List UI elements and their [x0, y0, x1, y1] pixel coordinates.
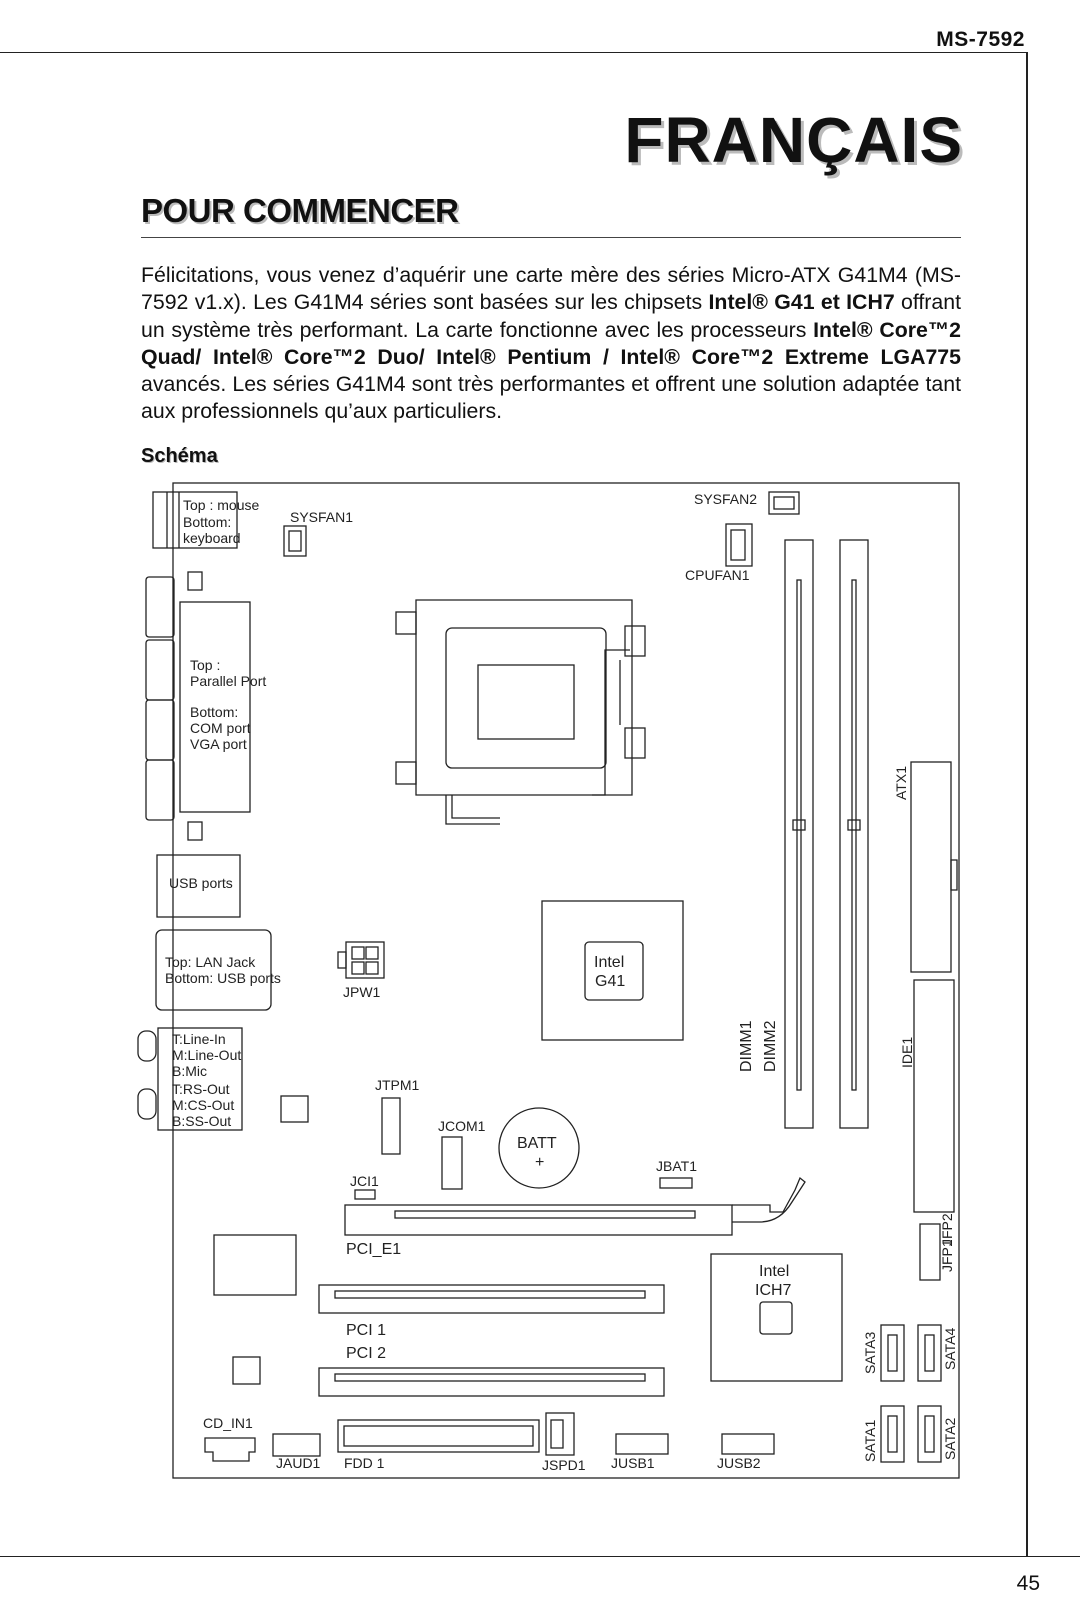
- board-outline: [172, 482, 960, 1479]
- jusb2-header: [721, 1433, 775, 1455]
- jbat1-label: JBAT1: [656, 1158, 697, 1174]
- jspd1-header: [545, 1412, 575, 1456]
- jspd1-label: JSPD1: [542, 1457, 586, 1473]
- ide-connector: [913, 979, 955, 1213]
- sata2-label: SATA2: [942, 1418, 958, 1460]
- jaud1-label: JAUD1: [276, 1455, 321, 1471]
- jtpm1-header: [381, 1097, 401, 1155]
- fdd-connector: [337, 1419, 540, 1453]
- ps2-label-1: Top : mouse: [183, 497, 259, 513]
- jfp-headers: [919, 1223, 941, 1281]
- margin-rule: [1026, 52, 1028, 1557]
- intro-text-3: avancés. Les séries G41M4 sont très perf…: [141, 372, 961, 424]
- parallel-label-3: Bottom:: [190, 704, 238, 720]
- battery: [498, 1107, 580, 1189]
- southbridge-chip: [710, 1253, 843, 1382]
- jcom1-header: [441, 1136, 463, 1190]
- dimm1-label: DIMM1: [738, 1020, 755, 1072]
- batt-label: BATT: [517, 1135, 557, 1152]
- pci1-label: PCI 1: [346, 1322, 386, 1339]
- ps2-label-3: keyboard: [183, 530, 241, 546]
- jtpm1-label: JTPM1: [375, 1077, 420, 1093]
- parallel-label-1: Top :: [190, 657, 220, 673]
- page-number: 45: [1016, 1572, 1040, 1595]
- section-rule: [141, 237, 961, 238]
- cpufan1-label: CPUFAN1: [685, 567, 750, 583]
- northbridge-label-1: Intel: [594, 954, 624, 971]
- jbat1-jumper: [659, 1177, 693, 1189]
- sata4-label: SATA4: [942, 1328, 958, 1370]
- cd-in-header: [204, 1437, 256, 1462]
- sysfan2-header: [768, 491, 800, 515]
- jpw1-label: JPW1: [343, 984, 381, 1000]
- sysfan2-label: SYSFAN2: [694, 491, 757, 507]
- dimm2-label: DIMM2: [762, 1020, 779, 1072]
- model-number: MS-7592: [936, 28, 1025, 51]
- usb-ports: [156, 854, 241, 918]
- jfp2-label: JFP2: [939, 1213, 955, 1246]
- pci2-slot: [318, 1367, 665, 1397]
- parallel-label-4: COM port: [190, 720, 251, 736]
- intro-text-2: offrant un système très performant. La c…: [141, 290, 961, 342]
- footer-rule: [0, 1556, 1080, 1557]
- fdd1-label: FDD 1: [344, 1455, 385, 1471]
- jusb1-label: JUSB1: [611, 1455, 655, 1471]
- parallel-label-5: VGA port: [190, 736, 247, 752]
- pci1-slot: [318, 1284, 665, 1314]
- audio-label-5: M:CS-Out: [172, 1097, 234, 1113]
- sysfan1-label: SYSFAN1: [290, 509, 353, 525]
- jcom1-label: JCOM1: [438, 1118, 486, 1134]
- cpu-socket: [395, 599, 646, 825]
- pcie-x16-slot: [344, 1176, 806, 1236]
- audio-label-1: T:Line-In: [172, 1031, 226, 1047]
- audio-label-4: T:RS-Out: [172, 1081, 230, 1097]
- atx-power-connector: [910, 761, 958, 973]
- atx1-label: ATX1: [893, 766, 909, 800]
- ps2-label-2: Bottom:: [183, 514, 231, 530]
- schema-heading: Schéma: [141, 445, 218, 467]
- northbridge-chip: [541, 900, 684, 1041]
- jusb2-label: JUSB2: [717, 1455, 761, 1471]
- sata1-label: SATA1: [862, 1420, 878, 1462]
- audio-label-3: B:Mic: [172, 1063, 207, 1079]
- audio-label-2: M:Line-Out: [172, 1047, 241, 1063]
- audio-codec-chip: [213, 1234, 297, 1296]
- parallel-com-vga-ports: [145, 571, 251, 841]
- pci2-label: PCI 2: [346, 1345, 386, 1362]
- lan-label-1: Top: LAN Jack: [165, 954, 256, 970]
- intro-bold-processors: Intel® Core™2 Quad/ Intel® Core™2 Duo/ I…: [141, 317, 961, 369]
- northbridge-label-2: G41: [595, 973, 625, 990]
- pcie1-label: PCI_E1: [346, 1241, 401, 1258]
- sysfan1-header: [283, 525, 307, 557]
- cd-in-label: CD_IN1: [203, 1415, 253, 1431]
- audio-jacks: [137, 1027, 243, 1131]
- intro-paragraph: Félicitations, vous venez d’aquérir une …: [141, 262, 961, 426]
- language-title: FRANÇAIS: [624, 104, 963, 176]
- jusb1-header: [615, 1433, 669, 1455]
- jpw1-power-connector: [337, 941, 385, 979]
- ps2-port: [152, 491, 238, 549]
- sata-connectors: [880, 1324, 942, 1463]
- usb-ports-label: USB ports: [169, 875, 233, 891]
- section-title: POUR COMMENCER: [141, 192, 459, 229]
- batt-plus: +: [535, 1154, 544, 1171]
- lan-label-2: Bottom: USB ports: [165, 970, 281, 986]
- jci1-header: [354, 1189, 376, 1200]
- audio-label-6: B:SS-Out: [172, 1113, 231, 1129]
- intro-bold-chipsets: Intel® G41 et ICH7: [708, 290, 895, 315]
- parallel-label-2: Parallel Port: [190, 673, 266, 689]
- ide1-label: IDE1: [899, 1037, 915, 1068]
- lan-usb-ports: [155, 929, 272, 1011]
- southbridge-label-1: Intel: [759, 1263, 789, 1280]
- intro-text-1: Félicitations, vous venez d’aquérir une …: [141, 263, 961, 315]
- cpufan1-header: [725, 523, 753, 567]
- southbridge-label-2: ICH7: [755, 1282, 792, 1299]
- jaud1-header: [272, 1433, 321, 1457]
- jci1-label: JCI1: [350, 1173, 379, 1189]
- sata3-label: SATA3: [862, 1332, 878, 1374]
- jfp1-label: JFP1: [939, 1239, 955, 1272]
- header-rule: [0, 52, 1027, 53]
- dimm-slots: [784, 539, 869, 1129]
